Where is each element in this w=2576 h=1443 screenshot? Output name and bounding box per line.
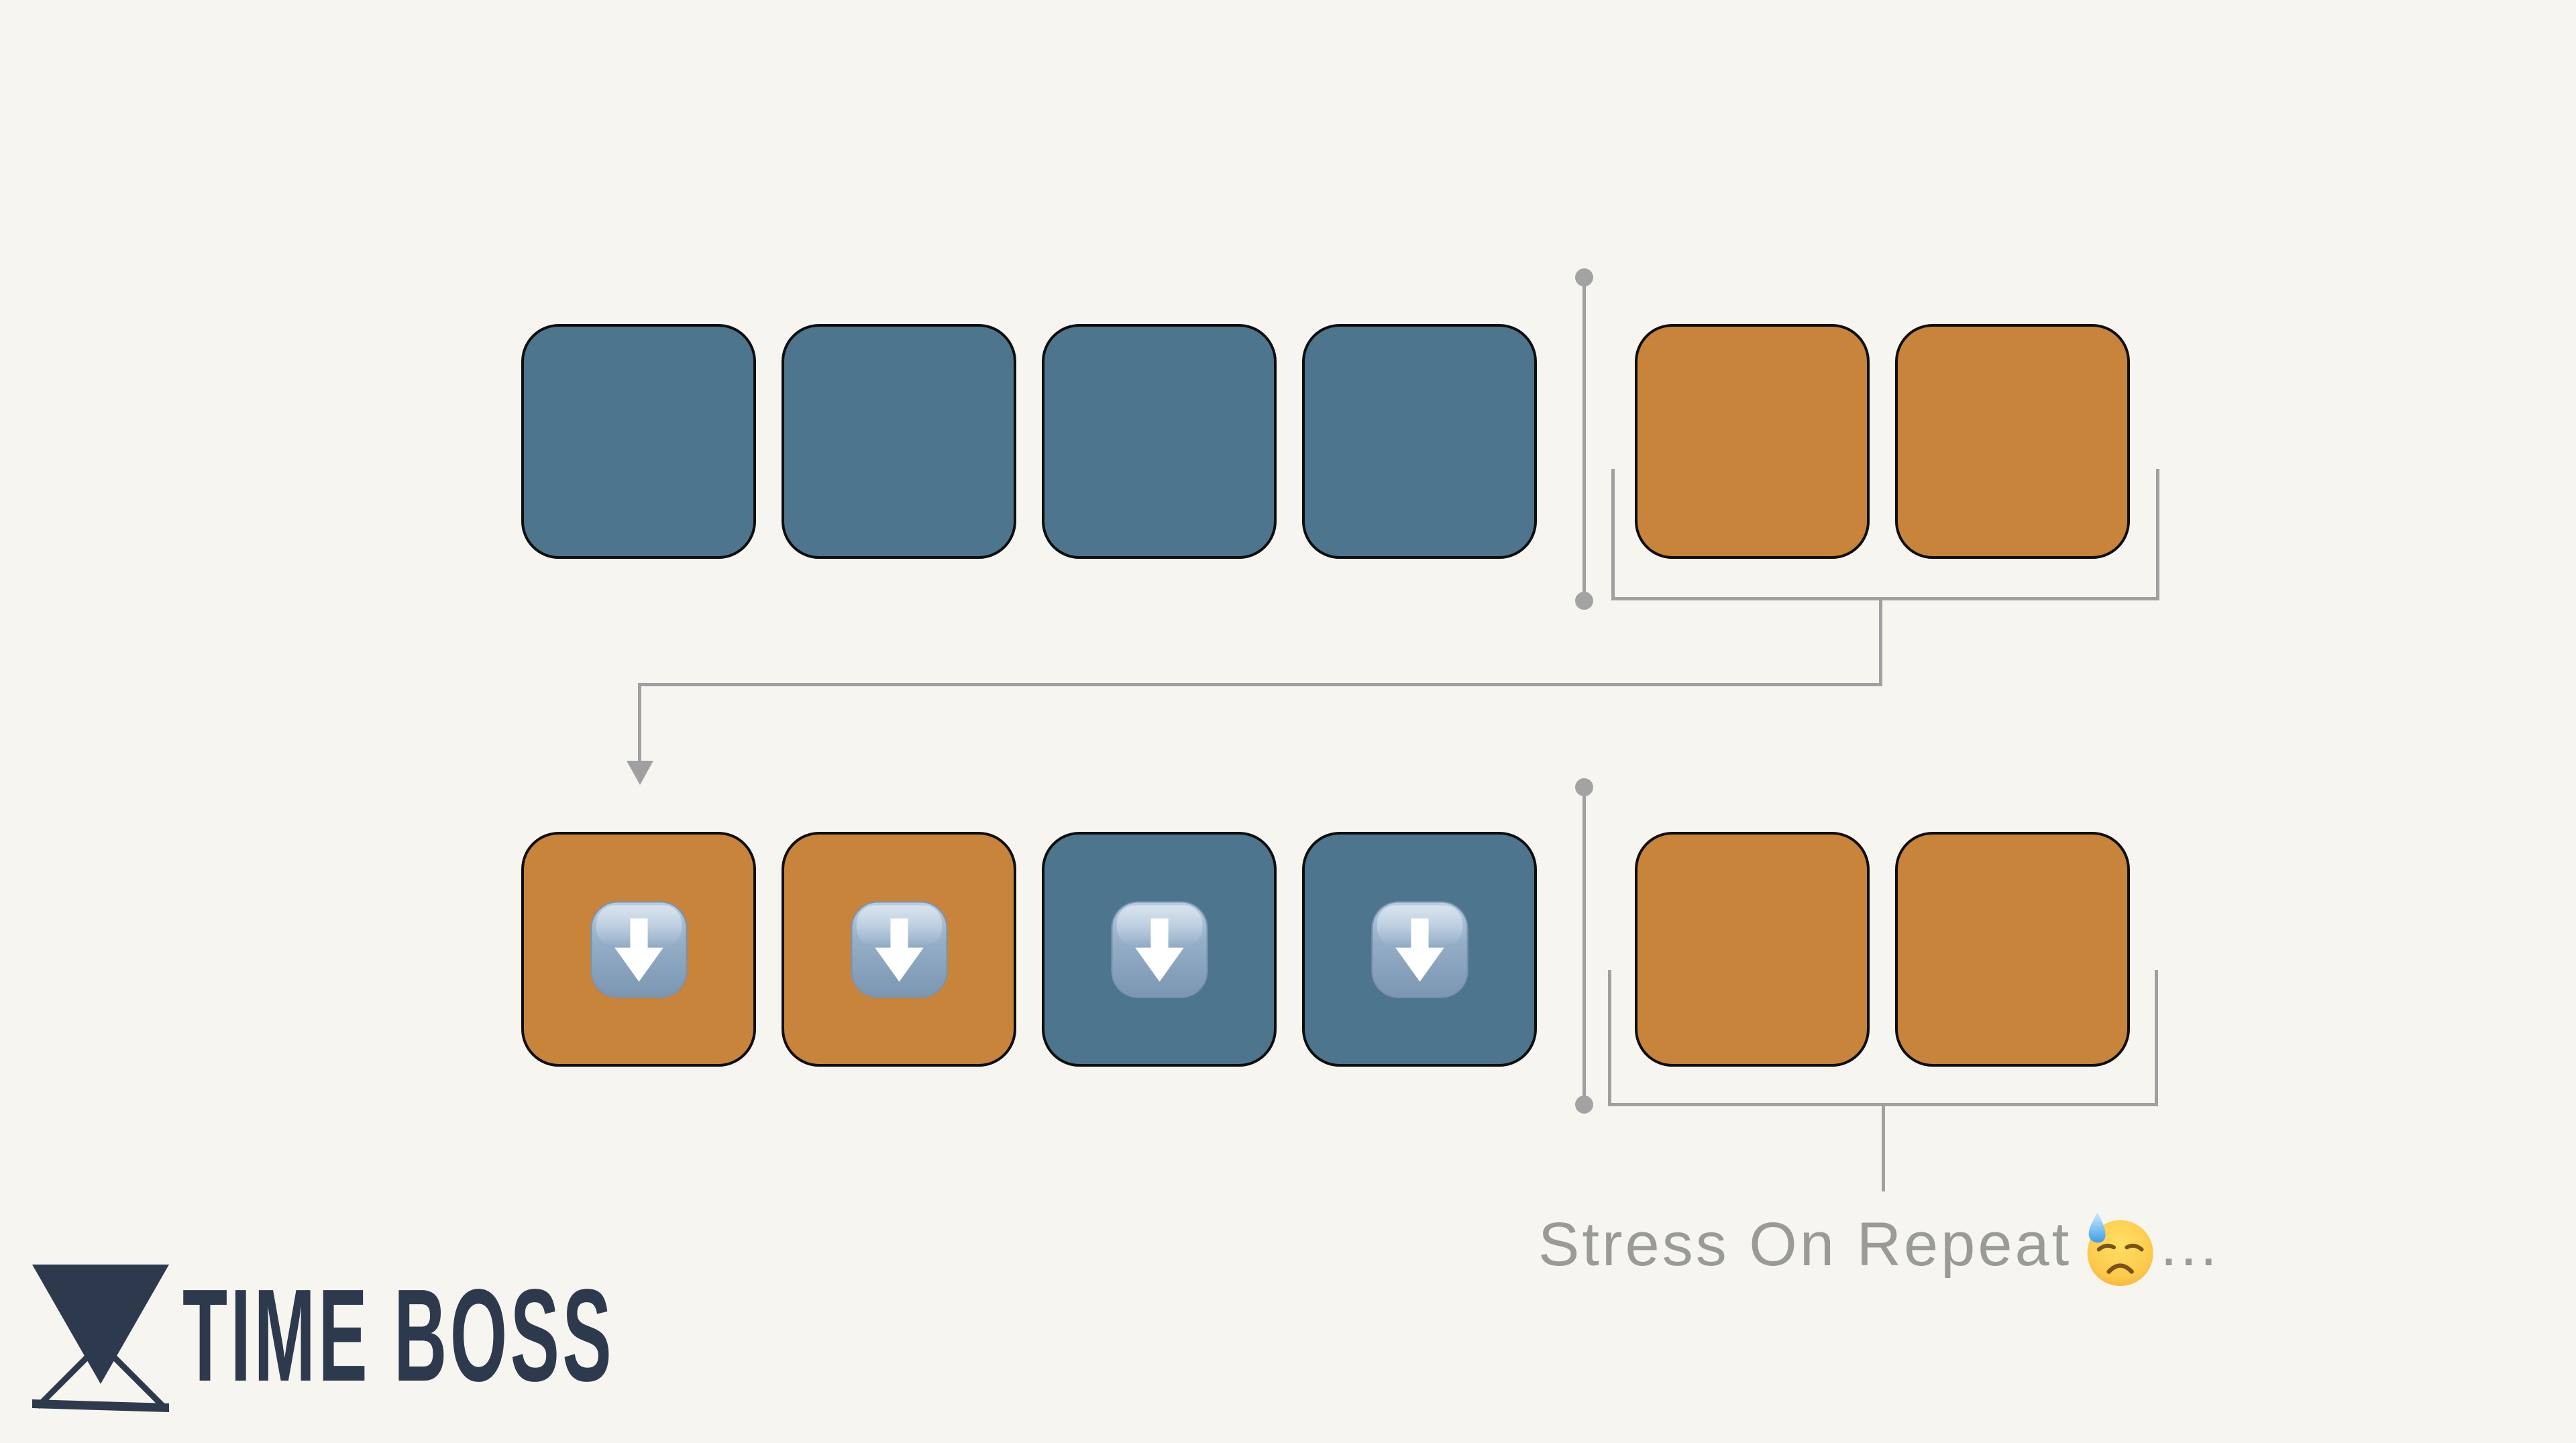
task-block-blue bbox=[521, 324, 756, 559]
task-block-blue bbox=[1042, 832, 1277, 1067]
bracket-bottom-stem bbox=[1882, 1106, 1885, 1191]
task-block-blue bbox=[1042, 324, 1277, 559]
divider-dot-icon bbox=[1575, 268, 1593, 286]
downcast-face-with-sweat-emoji-icon bbox=[2087, 1212, 2153, 1286]
task-block-blue bbox=[1302, 324, 1537, 559]
divider-line-top bbox=[1582, 277, 1586, 600]
bracket-bottom bbox=[1608, 970, 2158, 1106]
task-block-orange bbox=[782, 832, 1016, 1067]
caption-ellipsis: ... bbox=[2160, 1210, 2220, 1279]
bracket-top-stem bbox=[1879, 600, 1882, 683]
task-block-blue bbox=[1302, 832, 1537, 1067]
caption-text: Stress On Repeat bbox=[1538, 1210, 2072, 1279]
divider-dot-icon bbox=[1575, 592, 1593, 610]
task-block-orange bbox=[1895, 832, 2130, 1067]
task-block-orange bbox=[521, 832, 756, 1067]
divider-dot-icon bbox=[1575, 1095, 1593, 1114]
connector-horizontal-line bbox=[638, 683, 1882, 686]
task-block-blue bbox=[782, 324, 1016, 559]
brand-name: TIME BOSS bbox=[182, 1262, 615, 1409]
bracket-top bbox=[1611, 469, 2159, 600]
down-arrow-emoji-icon bbox=[590, 900, 688, 998]
caption: Stress On Repeat ... bbox=[1538, 1204, 2220, 1286]
task-block-orange bbox=[1635, 324, 1870, 559]
down-arrow-emoji-icon bbox=[1110, 900, 1208, 998]
task-block-orange bbox=[1635, 832, 1870, 1067]
arrow-down-icon bbox=[627, 761, 653, 785]
task-block-orange bbox=[1895, 324, 2130, 559]
divider-dot-icon bbox=[1575, 778, 1593, 796]
divider-line-bottom bbox=[1582, 787, 1586, 1104]
down-arrow-emoji-icon bbox=[850, 900, 948, 998]
hourglass-icon bbox=[32, 1265, 169, 1412]
connector-vertical-line bbox=[638, 683, 641, 761]
down-arrow-emoji-icon bbox=[1371, 900, 1468, 998]
